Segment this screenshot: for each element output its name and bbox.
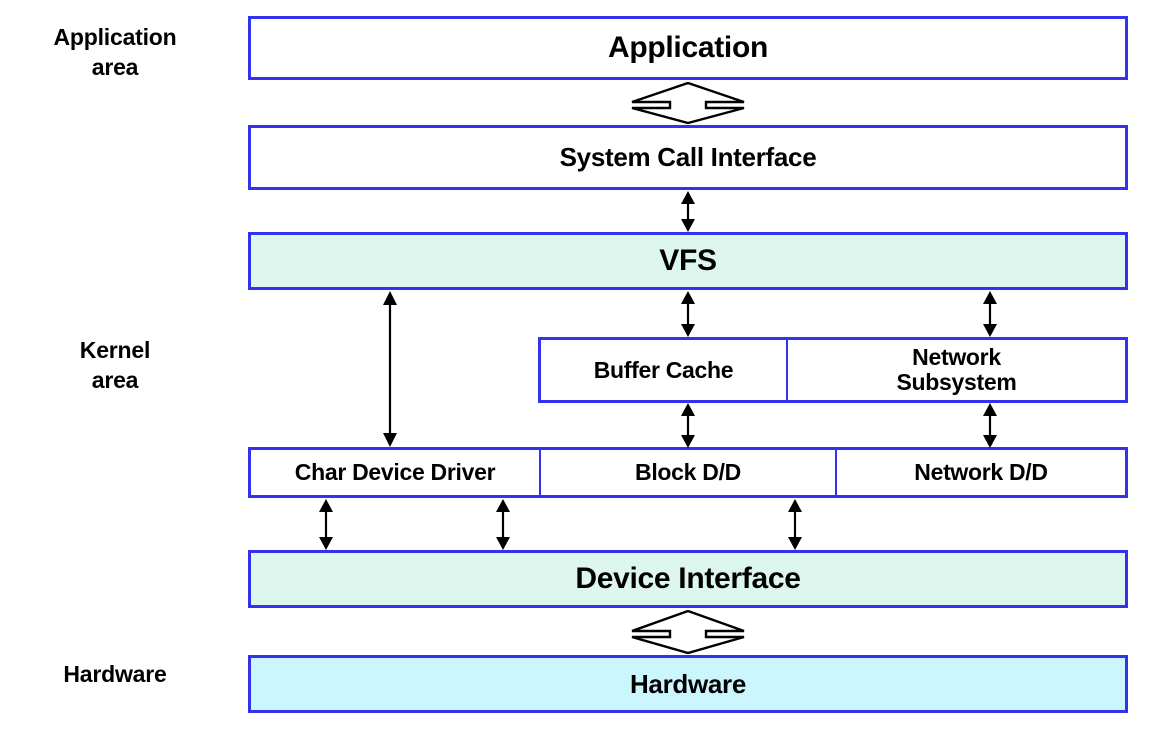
connector-buffer-cache-to-block-dd-arrow bbox=[677, 403, 699, 448]
area-label-kernel: Kernel area bbox=[0, 335, 230, 395]
area-label-application-line1: Application bbox=[53, 24, 177, 50]
connector-application-to-syscall-block-arrow bbox=[630, 82, 746, 124]
box-system-call-interface-label: System Call Interface bbox=[559, 142, 817, 173]
box-char-device-driver-label: Char Device Driver bbox=[294, 459, 496, 486]
connector-vfs-to-buffer-cache-arrow bbox=[677, 291, 699, 337]
box-vfs-label: VFS bbox=[659, 243, 717, 277]
row-device-drivers: Char Device Driver Block D/D Network D/D bbox=[248, 447, 1128, 498]
row-cache-network: Buffer Cache Network Subsystem bbox=[538, 337, 1128, 403]
box-system-call-interface[interactable]: System Call Interface bbox=[248, 125, 1128, 190]
box-device-interface-label: Device Interface bbox=[575, 561, 801, 595]
connector-block-dd-to-device-interface-arrow bbox=[492, 499, 514, 550]
connector-vfs-to-network-subsystem-arrow bbox=[979, 291, 1001, 337]
box-application-label: Application bbox=[607, 30, 769, 64]
connector-vfs-to-char-device-driver-arrow bbox=[379, 291, 401, 447]
area-label-application-line2: area bbox=[91, 54, 139, 80]
area-label-hardware: Hardware bbox=[0, 659, 230, 689]
box-network-dd[interactable]: Network D/D bbox=[837, 450, 1125, 495]
box-network-subsystem[interactable]: Network Subsystem bbox=[788, 340, 1125, 400]
connector-syscall-to-vfs-arrow bbox=[677, 191, 699, 232]
box-buffer-cache-label: Buffer Cache bbox=[593, 356, 734, 383]
box-buffer-cache[interactable]: Buffer Cache bbox=[541, 340, 788, 400]
area-label-kernel-line2: area bbox=[91, 367, 139, 393]
area-label-hardware-line1: Hardware bbox=[63, 661, 167, 687]
box-network-subsystem-label: Network Subsystem bbox=[896, 344, 1017, 395]
connector-device-interface-to-hardware-block-arrow bbox=[630, 610, 746, 654]
box-block-dd-label: Block D/D bbox=[635, 459, 741, 486]
connector-char-device-driver-to-device-interface-arrow bbox=[315, 499, 337, 550]
box-application[interactable]: Application bbox=[248, 16, 1128, 80]
area-label-kernel-line1: Kernel bbox=[79, 337, 151, 363]
connector-network-dd-to-device-interface-arrow bbox=[784, 499, 806, 550]
box-char-device-driver[interactable]: Char Device Driver bbox=[251, 450, 541, 495]
connector-network-subsystem-to-network-dd-arrow bbox=[979, 403, 1001, 448]
box-vfs[interactable]: VFS bbox=[248, 232, 1128, 290]
box-network-dd-label: Network D/D bbox=[914, 459, 1048, 486]
box-device-interface[interactable]: Device Interface bbox=[248, 550, 1128, 608]
area-label-application: Application area bbox=[0, 22, 230, 82]
box-hardware[interactable]: Hardware bbox=[248, 655, 1128, 713]
box-block-dd[interactable]: Block D/D bbox=[541, 450, 837, 495]
box-hardware-label: Hardware bbox=[629, 668, 747, 699]
